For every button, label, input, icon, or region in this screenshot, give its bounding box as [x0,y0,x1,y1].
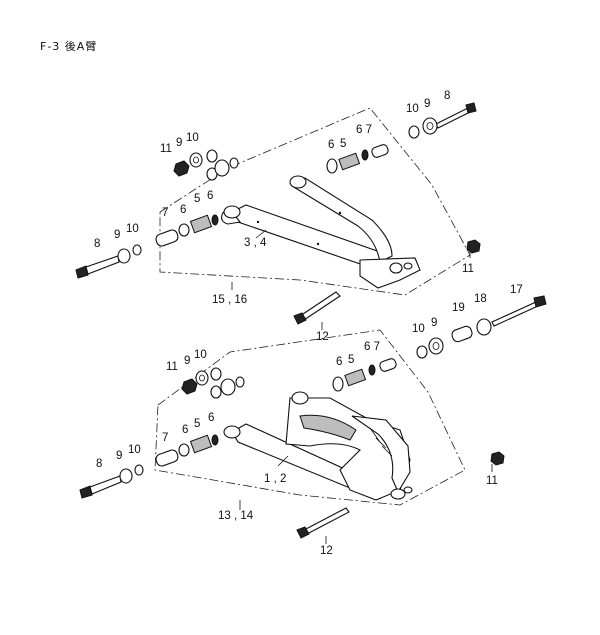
label: 7 [162,432,168,444]
lower-right-bushings [332,358,397,392]
lower-left-nut-washers [181,367,245,399]
label: 1 , 2 [264,473,286,485]
label: 8 [444,90,450,102]
label: 9 [424,98,430,110]
label: 12 [320,545,333,557]
label: 6 [180,204,186,216]
label: 11 [160,143,172,155]
label: 9 [184,355,190,367]
label: 6 [328,139,334,151]
label: 5 [194,418,200,430]
lower-washer-9 [428,337,444,355]
upper-right-nut [466,239,481,254]
label: 5 [340,138,346,150]
upper-right-washer-10 [408,125,420,139]
lower-long-bolt [296,507,350,539]
label: 18 [474,293,487,305]
label: 17 [510,284,523,296]
label: 10 [126,223,139,235]
label: 10 [412,323,425,335]
label: 7 [162,207,168,219]
upper-left-bushings [155,214,219,247]
label: 12 [316,331,329,343]
upper-a-arm-group: 8 10 9 6 5 6 7 11 9 10 7 6 5 6 8 9 10 3 … [75,90,481,343]
label: 13 , 14 [218,510,254,522]
lower-a-arm-group: 17 18 19 9 10 6 5 6 7 11 9 10 7 6 5 6 8 … [79,284,547,557]
upper-right-bushings [326,144,389,174]
label: 8 [94,238,100,250]
label: 5 [348,354,354,366]
label: 19 [452,302,465,314]
label: 11 [166,361,178,373]
label: 6 [207,190,213,202]
lower-collar-19 [451,325,473,343]
label: 10 [406,103,419,115]
label: 11 [462,263,474,275]
lower-a-arm [223,391,413,501]
upper-left-nut-washers [173,149,239,181]
lower-left-bushings [155,434,219,467]
label: 9 [114,229,120,241]
upper-right-bolt [435,102,477,129]
lower-right-nut [490,451,505,466]
lower-washer-10 [416,345,428,359]
upper-long-bolt [293,291,341,325]
label: 3 , 4 [244,237,267,249]
label: 6 7 [364,341,380,353]
label: 10 [194,349,207,361]
upper-left-bolt [75,244,142,279]
label: 6 7 [356,124,372,136]
page-title: F-3 後A臂 [40,40,98,53]
label: 9 [431,317,437,329]
label: 11 [486,475,498,487]
label: 8 [96,458,102,470]
label: 6 [336,356,342,368]
label: 5 [194,193,200,205]
lower-washer-18 [476,318,492,336]
label: 15 , 16 [212,294,247,306]
lower-assembly-outline [154,329,466,506]
label: 9 [116,450,122,462]
upper-a-arm [221,175,421,289]
label: 9 [176,137,182,149]
lower-left-bolt [79,464,144,499]
lower-right-bolt-17 [491,295,547,327]
upper-right-washer-9 [422,117,438,135]
label: 10 [128,444,141,456]
label: 10 [186,132,199,144]
label: 6 [208,412,214,424]
label: 6 [182,424,188,436]
